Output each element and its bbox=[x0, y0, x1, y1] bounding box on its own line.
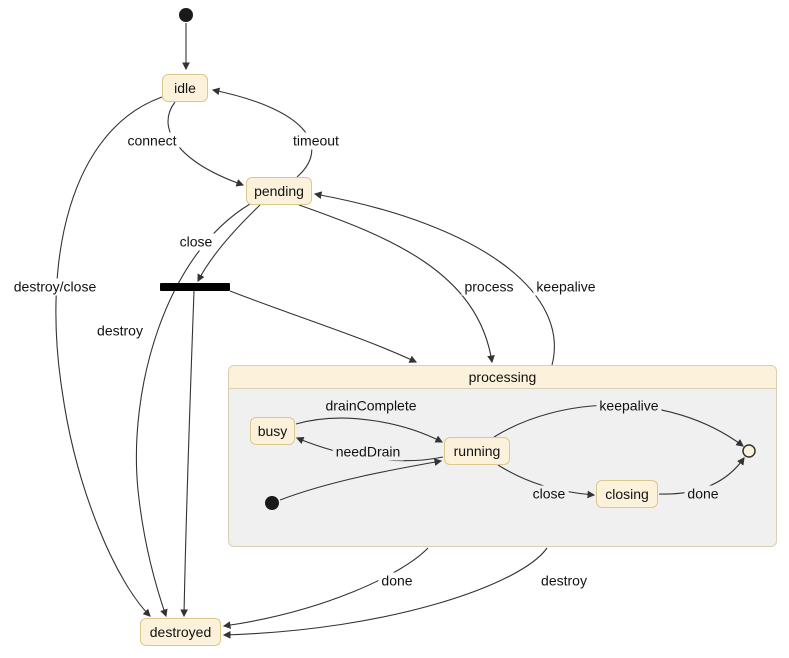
edge-label-connect: connect bbox=[124, 132, 180, 150]
edge-label-done-outer: done bbox=[378, 572, 416, 590]
edge-label-needdrain: needDrain bbox=[332, 443, 404, 461]
edge-processing-to-pending bbox=[313, 191, 555, 366]
edge-label-destroy-close: destroy/close bbox=[10, 278, 100, 296]
state-pending: pending bbox=[246, 177, 312, 205]
state-running: running bbox=[444, 437, 510, 465]
edge-label-done-inner: done bbox=[684, 485, 722, 503]
edge-label-close: close bbox=[176, 233, 216, 251]
state-closing: closing bbox=[596, 480, 658, 508]
edge-label-process: process bbox=[461, 278, 517, 296]
state-idle: idle bbox=[162, 74, 208, 102]
initial-state-dot bbox=[179, 8, 193, 22]
edge-processing-to-destroyed-destroy bbox=[222, 547, 548, 639]
edge-fork-to-destroyed bbox=[180, 290, 195, 618]
fork-join-bar bbox=[160, 283, 230, 291]
edge-label-destroy: destroy bbox=[94, 322, 146, 340]
edge-label-keepalive-inner: keepalive bbox=[596, 397, 662, 415]
edge-label-keepalive-outer: keepalive bbox=[533, 278, 599, 296]
edge-idle-to-destroyed bbox=[55, 96, 163, 617]
edge-label-destroy-outer: destroy bbox=[538, 572, 590, 590]
state-destroyed: destroyed bbox=[140, 618, 221, 646]
edge-label-draincomplete: drainComplete bbox=[322, 397, 420, 415]
edge-label-close-inner: close bbox=[529, 485, 569, 503]
edge-fork-to-processing bbox=[229, 290, 418, 363]
edge-label-timeout: timeout bbox=[290, 132, 342, 150]
composite-state-processing-title: processing bbox=[229, 366, 776, 389]
state-busy: busy bbox=[250, 417, 295, 445]
